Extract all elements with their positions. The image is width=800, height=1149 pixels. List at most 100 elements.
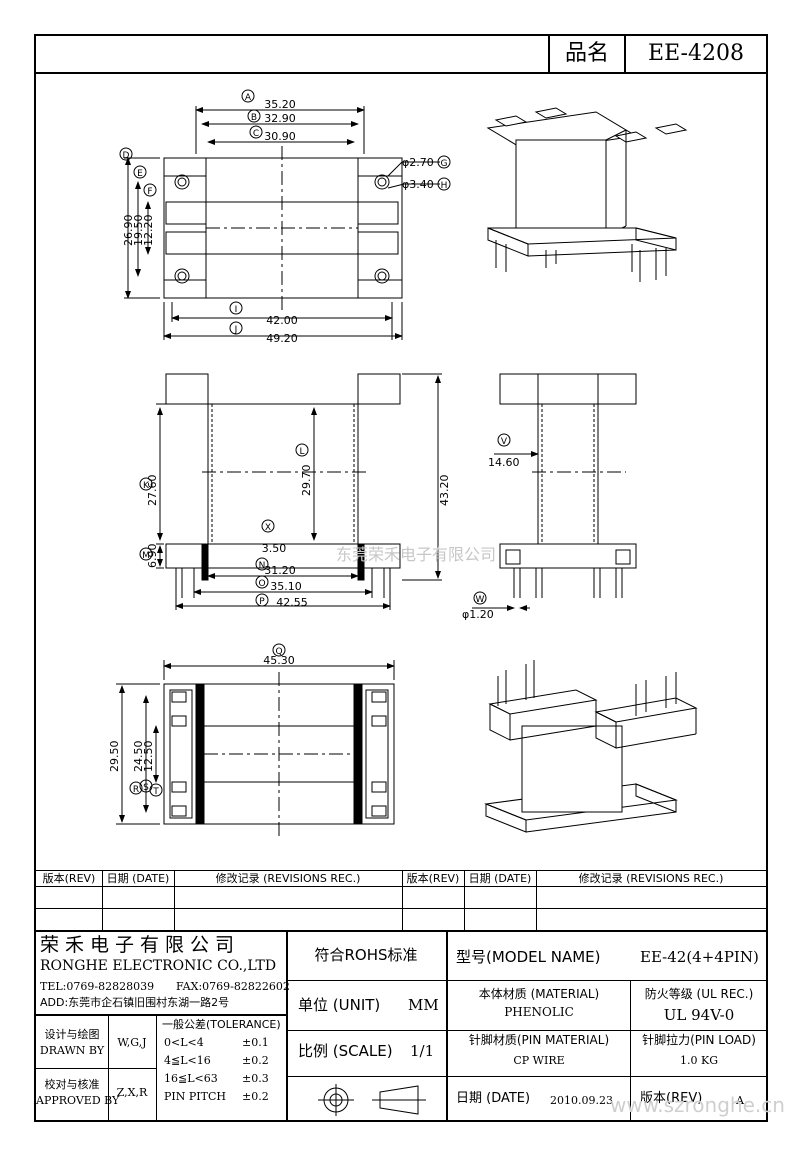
rev-col-rec-2: 修改记录 (REVISIONS REC.) — [578, 872, 724, 885]
balloon-v: V — [501, 437, 508, 447]
dim-x: 3.50 — [262, 542, 287, 555]
dim-s: 24.50 — [132, 741, 145, 773]
balloon-a: A — [245, 93, 252, 103]
tolerance-val-2: ±0.2 — [242, 1054, 269, 1067]
dim-t: 12.50 — [142, 741, 155, 773]
dim-i: 42.00 — [266, 314, 298, 327]
rev-col-date-2: 日期 (DATE) — [468, 872, 532, 885]
unit-label: 单位 (UNIT) — [298, 996, 381, 1014]
material-label: 本体材质 (MATERIAL) — [478, 987, 600, 1001]
pin-material-label: 针脚材质(PIN MATERIAL) — [468, 1033, 610, 1047]
top-hole-br — [374, 268, 390, 284]
dim-v: 14.60 — [488, 456, 520, 469]
dim-a: 35.20 — [264, 98, 296, 111]
rohs-compliance: 符合ROHS标准 — [314, 946, 418, 964]
approved-by-value: Z,X,R — [116, 1086, 148, 1099]
balloon-q: Q — [275, 647, 282, 657]
dim-k: 27.60 — [146, 475, 159, 507]
balloon-o: O — [258, 579, 265, 589]
balloon-e: E — [137, 169, 143, 179]
company-fax: FAX:0769-82822602 — [176, 980, 290, 993]
model-label: 型号(MODEL NAME) — [456, 948, 601, 966]
side-view — [472, 373, 637, 611]
title-block-top — [36, 930, 766, 932]
fire-rating-value: UL 94V-0 — [663, 1006, 735, 1024]
header-sep-1 — [548, 36, 550, 72]
pin-material-value: CP WIRE — [513, 1054, 565, 1067]
part-name-label: 品名 — [564, 41, 609, 66]
header-sep-2 — [624, 36, 626, 72]
drawn-by-value: W,G,J — [117, 1036, 147, 1049]
dim-d: 26.90 — [122, 215, 135, 247]
right-line-1 — [446, 980, 766, 981]
dim-o: 35.10 — [270, 580, 302, 593]
top-hole-bl — [174, 268, 190, 284]
date-label: 日期 (DATE) — [456, 1091, 531, 1106]
front-base — [165, 543, 401, 569]
right-col-sep — [630, 980, 631, 1122]
tolerance-range-2: 4≦L<16 — [164, 1054, 211, 1067]
balloon-s: S — [143, 783, 149, 793]
tolerance-val-4: ±0.2 — [242, 1090, 269, 1103]
scale-label: 比例 (SCALE) — [298, 1042, 393, 1060]
header-divider — [36, 72, 766, 74]
balloon-i: I — [235, 305, 238, 315]
part-number: EE-4208 — [648, 41, 744, 66]
dim-r: 29.50 — [108, 741, 121, 773]
drawing-sheet: 品名 EE-4208 — [34, 34, 785, 1122]
right-line-3 — [446, 1076, 766, 1077]
balloon-l: L — [299, 447, 304, 457]
approved-by-en: APPROVED BY — [36, 1094, 120, 1107]
balloon-h: H — [441, 181, 448, 191]
dim-h: φ3.40 — [402, 178, 434, 191]
mid-line-3 — [286, 1076, 446, 1077]
tolerance-val-3: ±0.3 — [242, 1072, 269, 1085]
model-value: EE-42(4+4PIN) — [640, 948, 759, 966]
front-flange-tr — [357, 373, 401, 405]
iso-view-bottom — [484, 660, 698, 833]
rev-col-1 — [102, 870, 103, 930]
dim-total: 43.20 — [438, 475, 451, 507]
dim-j: 49.20 — [266, 332, 298, 345]
scale-value: 1/1 — [410, 1042, 435, 1060]
company-address: ADD:东莞市企石镇旧围村东湖一路2号 — [40, 996, 230, 1009]
company-tel: TEL:0769-82828039 — [40, 980, 155, 993]
balloon-k: K — [143, 481, 150, 491]
dim-g: φ2.70 — [402, 156, 434, 169]
rev-col-4 — [464, 870, 465, 930]
balloon-d: D — [123, 151, 130, 161]
balloon-j: J — [234, 325, 238, 335]
rev-top-line — [36, 870, 766, 871]
balloon-x: X — [265, 523, 271, 533]
balloon-w: W — [476, 595, 485, 605]
balloon-n: N — [259, 561, 266, 571]
date-value: 2010.09.23 — [550, 1094, 613, 1107]
company-name-en: RONGHE ELECTRONIC CO.,LTD — [40, 958, 277, 974]
rev-col-2 — [174, 870, 175, 930]
title-block-sep-b — [446, 930, 448, 1122]
unit-value: MM — [408, 996, 439, 1014]
revision-value: A — [736, 1094, 744, 1107]
balloon-r: R — [133, 785, 139, 795]
revision-label: 版本(REV) — [640, 1091, 703, 1106]
watermark-center: 东莞荣禾电子有限公司 — [336, 545, 496, 564]
pin-load-value: 1.0 KG — [680, 1054, 718, 1067]
rev-row-line — [36, 908, 766, 909]
dim-b: 32.90 — [264, 112, 296, 125]
company-bottom — [36, 1014, 286, 1016]
company-name-cn: 荣禾电子有限公司 — [40, 934, 241, 956]
dim-n: 31.20 — [264, 564, 296, 577]
rev-col-date-1: 日期 (DATE) — [106, 872, 170, 885]
rev-col-rev-1: 版本(REV) — [42, 872, 96, 885]
dim-p: 42.55 — [276, 596, 308, 609]
dim-e: 19.50 — [132, 215, 145, 247]
balloon-f: F — [147, 187, 152, 197]
top-hole-tr — [374, 174, 390, 190]
balloon-b: B — [251, 113, 257, 123]
rev-col-5 — [536, 870, 537, 930]
dim-l: 29.70 — [300, 465, 313, 497]
front-flange-tl — [165, 373, 209, 405]
technical-drawing: A 35.20 B 32.90 C 30.90 D 26.90 E 19.50 … — [108, 89, 698, 836]
pin-load-label: 针脚拉力(PIN LOAD) — [642, 1033, 756, 1047]
balloon-m: M — [142, 551, 150, 561]
